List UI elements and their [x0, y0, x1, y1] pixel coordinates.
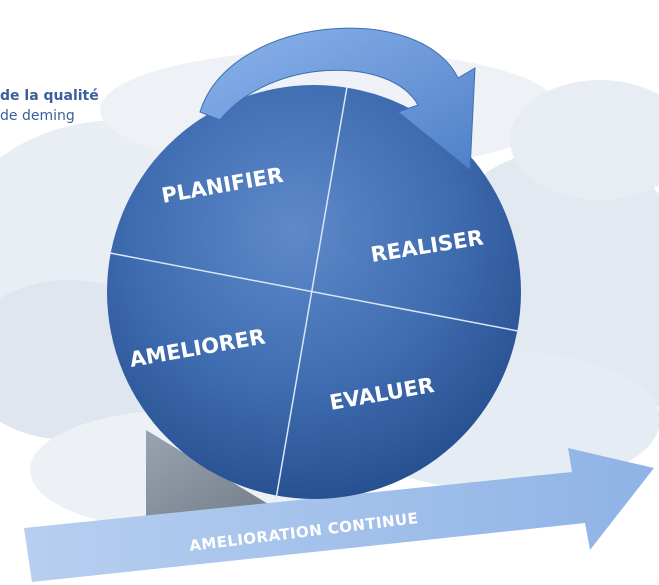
wedge-shape: [146, 430, 298, 525]
wheel-divider-line: [275, 86, 348, 500]
page-heading: de la qualité de deming: [0, 86, 99, 126]
cycle-arrow: [199, 27, 476, 172]
wheel-divider-line: [109, 252, 519, 332]
continuous-improvement-arrow: [24, 448, 654, 582]
heading-line-2: de deming: [0, 108, 75, 124]
heading-line-1: de la qualité: [0, 88, 99, 104]
